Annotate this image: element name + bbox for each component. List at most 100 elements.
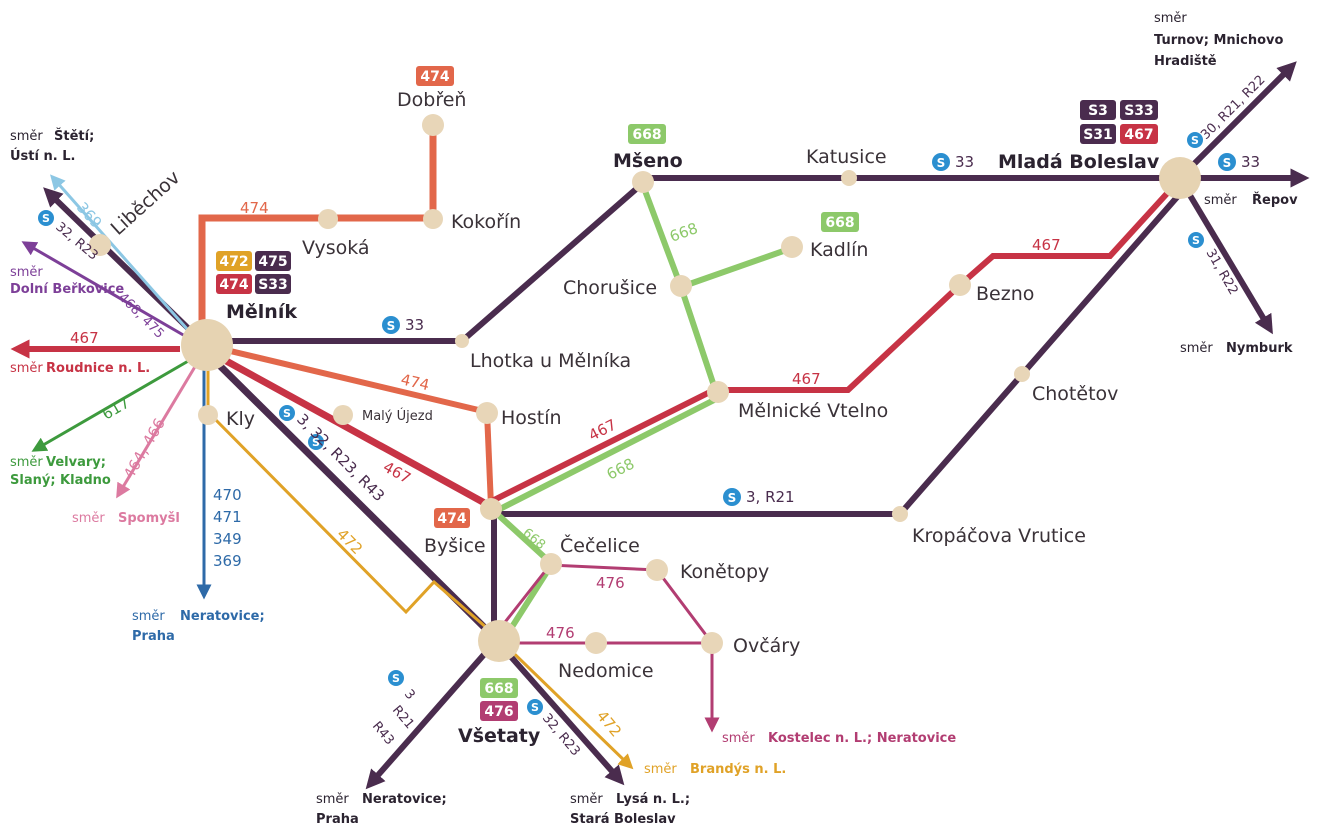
label-471: 471 bbox=[213, 508, 242, 526]
dir-repov: Řepov bbox=[1252, 192, 1298, 208]
stop-kly[interactable] bbox=[198, 405, 218, 425]
s-icon: S bbox=[1187, 132, 1203, 148]
svg-text:S: S bbox=[1223, 156, 1232, 170]
label-chotetov: Chotětov bbox=[1032, 383, 1118, 405]
line-474-bysice bbox=[484, 411, 494, 507]
dir-smer-roudnice: směr bbox=[10, 361, 43, 376]
badge-s33-mb: S33 bbox=[1124, 103, 1154, 119]
label-668-chorusice: 668 bbox=[667, 219, 700, 246]
dir-roudnice: Roudnice n. L. bbox=[46, 361, 150, 376]
s-icon: S bbox=[527, 699, 543, 715]
stop-bysice[interactable] bbox=[480, 498, 502, 520]
s-icon: S bbox=[308, 434, 324, 450]
badge-668-kadlin: 668 bbox=[825, 215, 854, 231]
dir-steti-1: Štětí; bbox=[54, 128, 94, 144]
stop-lhotka[interactable] bbox=[455, 334, 469, 348]
label-katusice: Katusice bbox=[806, 146, 887, 168]
badge-472-melnik: 472 bbox=[219, 254, 248, 270]
stop-chotetov[interactable] bbox=[1014, 366, 1030, 382]
badge-476-vsetaty: 476 bbox=[484, 704, 513, 720]
dir-smer-brandys: směr bbox=[644, 762, 677, 777]
badge-668-mseno: 668 bbox=[632, 127, 661, 143]
stop-chorusice[interactable] bbox=[670, 275, 692, 297]
dir-neratovice-s-2: Praha bbox=[316, 812, 359, 827]
stop-katusice[interactable] bbox=[841, 170, 857, 186]
line-s3-neratovice bbox=[365, 648, 491, 790]
stop-mseno[interactable] bbox=[632, 171, 654, 193]
stop-melnicke-vtelno[interactable] bbox=[707, 381, 729, 403]
badge-474-melnik: 474 bbox=[219, 277, 248, 293]
dir-smer-repov: směr bbox=[1204, 193, 1237, 208]
label-s33-lhotka: 33 bbox=[405, 316, 424, 334]
stop-kropacova[interactable] bbox=[892, 506, 908, 522]
station-labels: Mělník Liběchov Vysoká Kokořín Dobřeň Mš… bbox=[107, 89, 1160, 747]
route-lines bbox=[10, 61, 1310, 790]
stop-maly-ujezd[interactable] bbox=[333, 405, 353, 425]
label-s3-nerat: 3 bbox=[401, 687, 418, 703]
label-470: 470 bbox=[213, 486, 242, 504]
stop-nedomice[interactable] bbox=[585, 632, 607, 654]
label-libechov: Liběchov bbox=[107, 167, 185, 240]
stop-cecelice[interactable] bbox=[540, 553, 562, 575]
dir-smer-lysa: směr bbox=[570, 792, 603, 807]
stop-libechov[interactable] bbox=[89, 234, 111, 256]
label-472-mid: 472 bbox=[333, 525, 366, 558]
stop-vysoka[interactable] bbox=[318, 209, 338, 229]
hub-vsetaty[interactable] bbox=[478, 620, 520, 662]
svg-text:S: S bbox=[1192, 234, 1200, 247]
line-474-dobren bbox=[198, 125, 437, 340]
label-cecelice: Čečelice bbox=[560, 533, 640, 557]
line-668-kadlin bbox=[680, 245, 793, 290]
label-melnicke-vtelno: Mělnické Vtelno bbox=[738, 400, 888, 422]
label-hostin: Hostín bbox=[501, 407, 562, 429]
badge-s31-mb: S31 bbox=[1083, 127, 1113, 143]
stop-konetopy[interactable] bbox=[646, 559, 668, 581]
stop-ovcary[interactable] bbox=[701, 632, 723, 654]
label-668-bysice: 668 bbox=[604, 455, 638, 484]
dir-smer-berkovice: směr bbox=[10, 265, 43, 280]
line-369-steti bbox=[50, 174, 190, 331]
dir-neratovice-s-1: Neratovice; bbox=[362, 792, 447, 807]
s-icon: S bbox=[1188, 232, 1204, 248]
label-467-mid: 467 bbox=[792, 370, 821, 388]
stop-hostin[interactable] bbox=[476, 402, 498, 424]
dir-smer-turnov: směr bbox=[1154, 11, 1187, 26]
hub-melnik[interactable] bbox=[181, 319, 233, 371]
direction-labels: směr Štětí; Ústí n. L. směr Dolní Beřkov… bbox=[10, 11, 1298, 827]
stop-bezno[interactable] bbox=[949, 274, 971, 296]
badge-s3-mb: S3 bbox=[1088, 103, 1108, 119]
stop-kadlin[interactable] bbox=[781, 236, 803, 258]
label-s3-r21: 3, R21 bbox=[746, 488, 795, 506]
label-s33-katusice: 33 bbox=[955, 153, 974, 171]
label-kadlin: Kadlín bbox=[810, 239, 868, 261]
stops bbox=[89, 114, 1201, 662]
line-472 bbox=[206, 362, 634, 770]
label-mseno: Mšeno bbox=[613, 150, 683, 172]
dir-smer-spomysl: směr bbox=[72, 511, 105, 526]
label-nedomice: Nedomice bbox=[558, 660, 654, 682]
label-bysice: Byšice bbox=[424, 535, 486, 557]
dir-lysa-2: Stará Boleslav bbox=[570, 812, 676, 827]
label-mlada-boleslav: Mladá Boleslav bbox=[998, 151, 1160, 173]
svg-text:S: S bbox=[42, 212, 50, 225]
label-474-hostin: 474 bbox=[399, 370, 431, 394]
stop-dobren[interactable] bbox=[422, 114, 444, 136]
label-s30: 30, R21, R22 bbox=[1198, 73, 1268, 143]
badge-474-dobren: 474 bbox=[420, 69, 449, 85]
dir-smer-steti: směr bbox=[10, 129, 43, 144]
line-badges: 474 472 475 474 S33 668 668 S3 S33 S31 4… bbox=[216, 66, 1158, 721]
label-chorusice: Chorušice bbox=[563, 277, 657, 299]
badge-474-bysice: 474 bbox=[437, 511, 466, 527]
s-icon: S bbox=[382, 316, 400, 334]
s-icon: S bbox=[932, 153, 950, 171]
svg-text:S: S bbox=[937, 156, 946, 170]
svg-text:S: S bbox=[312, 436, 320, 449]
badge-s33-melnik: S33 bbox=[258, 277, 288, 293]
label-bezno: Bezno bbox=[976, 283, 1034, 305]
label-349: 349 bbox=[213, 530, 242, 548]
line-464-spomysl bbox=[116, 364, 198, 499]
stop-kokorin[interactable] bbox=[423, 209, 443, 229]
svg-text:S: S bbox=[728, 491, 737, 505]
hub-mlada-boleslav[interactable] bbox=[1159, 157, 1201, 199]
s-icon: S bbox=[279, 405, 295, 421]
